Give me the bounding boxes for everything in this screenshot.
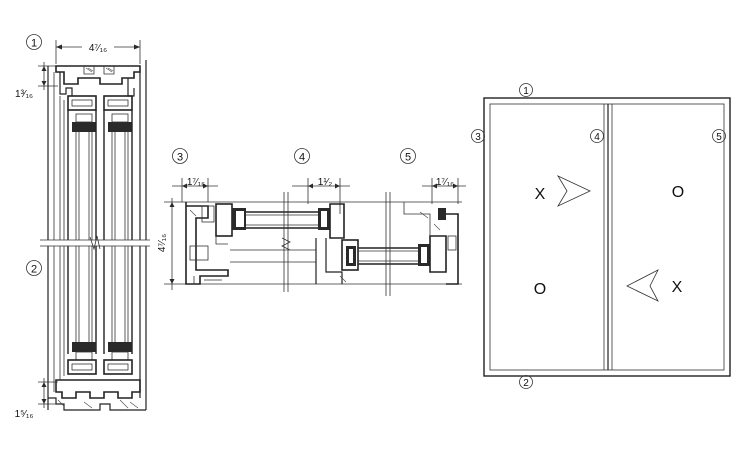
left-panel-bottom-symbol: O bbox=[534, 281, 546, 298]
callout-3-label: 3 bbox=[177, 152, 183, 164]
right-panel-top-symbol: O bbox=[672, 184, 684, 201]
slide-left-arrow-icon bbox=[626, 269, 659, 302]
callout-2-label: 2 bbox=[31, 264, 37, 276]
elevation-callout-1-label: 1 bbox=[523, 86, 529, 97]
right-panel-bottom-symbol: X bbox=[672, 279, 683, 296]
horizontal-mid-dimension: 1¹⁄₂ bbox=[318, 177, 333, 188]
elevation-callout-1-circle bbox=[519, 83, 533, 97]
vertical-top-dimension: 1³⁄₁₆ bbox=[15, 89, 33, 100]
callout-2-circle bbox=[26, 260, 42, 276]
callout-4-circle bbox=[294, 148, 310, 164]
left-panel-top-symbol: X bbox=[535, 186, 546, 203]
elevation-callout-4-circle bbox=[590, 129, 604, 143]
callout-4-label: 4 bbox=[299, 152, 305, 164]
horizontal-left-dimension: 1⁷⁄₁₆ bbox=[187, 177, 205, 188]
callout-3-circle bbox=[172, 148, 188, 164]
horizontal-depth-dimension: 4⁷⁄₁₆ bbox=[157, 234, 168, 252]
elevation-callout-3-label: 3 bbox=[475, 132, 481, 143]
elevation-callout-5-circle bbox=[712, 129, 726, 143]
elevation-callout-4-label: 4 bbox=[594, 132, 600, 143]
elevation-callout-5-label: 5 bbox=[716, 132, 722, 143]
callout-1-circle bbox=[26, 34, 42, 50]
elevation-callout-2-circle bbox=[519, 375, 533, 389]
elevation-callout-2-label: 2 bbox=[523, 378, 529, 389]
slide-right-arrow-icon bbox=[556, 175, 591, 207]
elevation-frame bbox=[483, 97, 731, 377]
vertical-section: 1 4⁷⁄₁₆ 1³⁄₁₆ bbox=[15, 34, 150, 420]
callout-1-label: 1 bbox=[31, 38, 37, 50]
callout-5-circle bbox=[400, 148, 416, 164]
elevation-callout-3-circle bbox=[471, 129, 485, 143]
door-elevation: 1 2 3 4 5 X O O X bbox=[471, 83, 731, 389]
vertical-width-dimension: 4⁷⁄₁₆ bbox=[89, 43, 107, 54]
vertical-bottom-dimension: 1⁵⁄₁₆ bbox=[15, 409, 34, 420]
horizontal-section: 3 4 5 1⁷⁄₁₆ 1¹⁄₂ 1⁷⁄₁₆ 4⁷⁄₁₆ bbox=[157, 148, 466, 296]
horizontal-right-dimension: 1⁷⁄₁₆ bbox=[436, 177, 454, 188]
callout-5-label: 5 bbox=[405, 152, 411, 164]
